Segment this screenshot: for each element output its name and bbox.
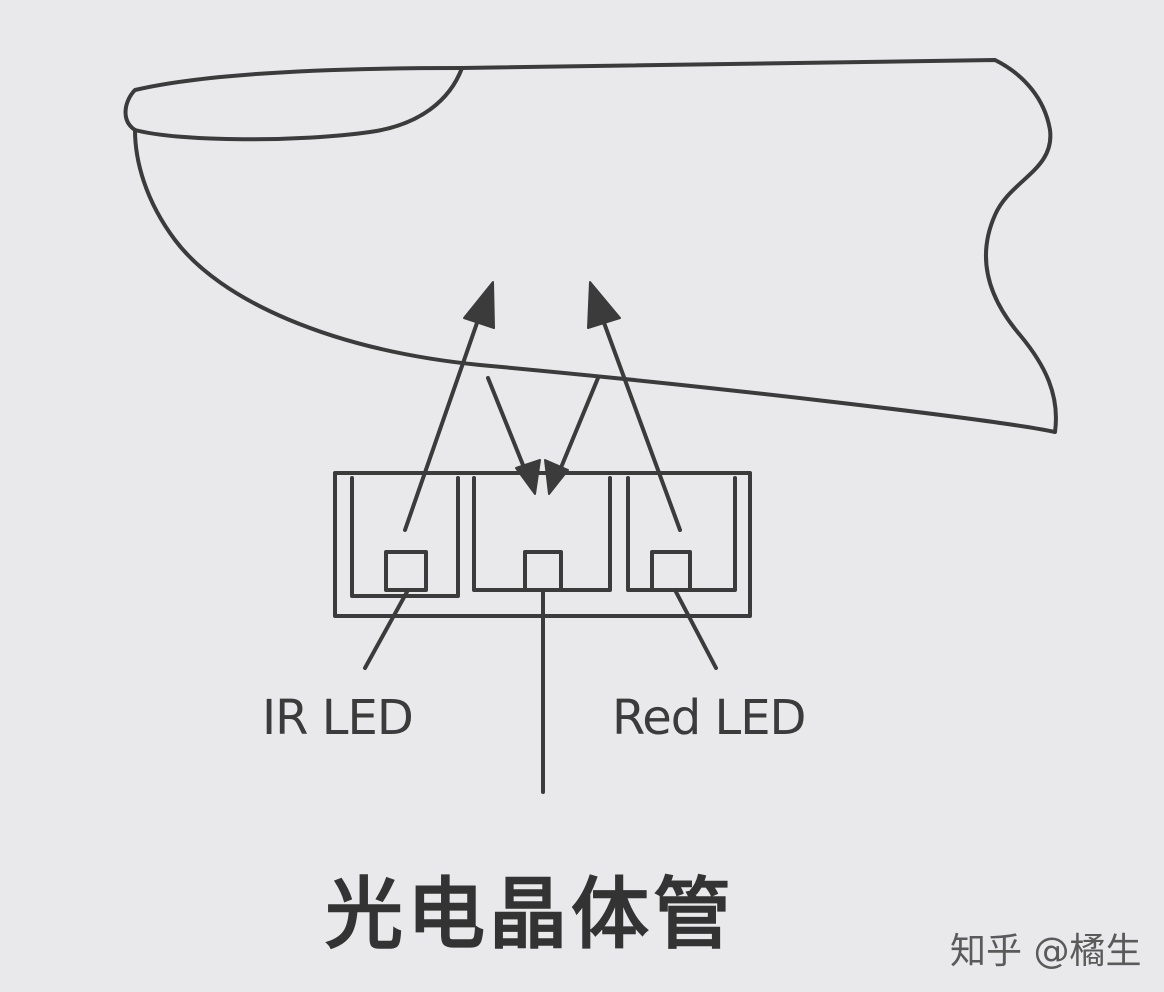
ir-led-compartment [350,476,460,598]
watermark: 知乎 @橘生 [950,931,1142,972]
ir-emission-arrowhead [463,281,495,329]
reflected-left-arrow-line [486,376,527,472]
ir-emission-arrow-line [403,318,480,532]
red-led-label: Red LED [612,690,806,746]
red-led-leader-line [673,588,718,670]
ir-led-label: IR LED [262,690,414,746]
reflected-right-arrow-line [558,376,600,472]
photo-transistor-compartment [472,476,612,592]
ir-led-chip [384,550,428,592]
photo-transistor-chip [523,550,563,592]
finger-outline [123,58,1058,434]
ir-led-leader-line [363,588,410,670]
reflected-right-arrowhead [544,459,569,495]
red-led-chip [650,550,692,592]
red-emission-arrow-line [601,318,682,532]
fingernail [133,66,464,142]
red-emission-arrowhead [587,281,621,329]
photo-transistor-label: 光电晶体管 [325,870,736,960]
reflected-left-arrowhead [515,459,541,495]
red-led-compartment [626,476,737,592]
